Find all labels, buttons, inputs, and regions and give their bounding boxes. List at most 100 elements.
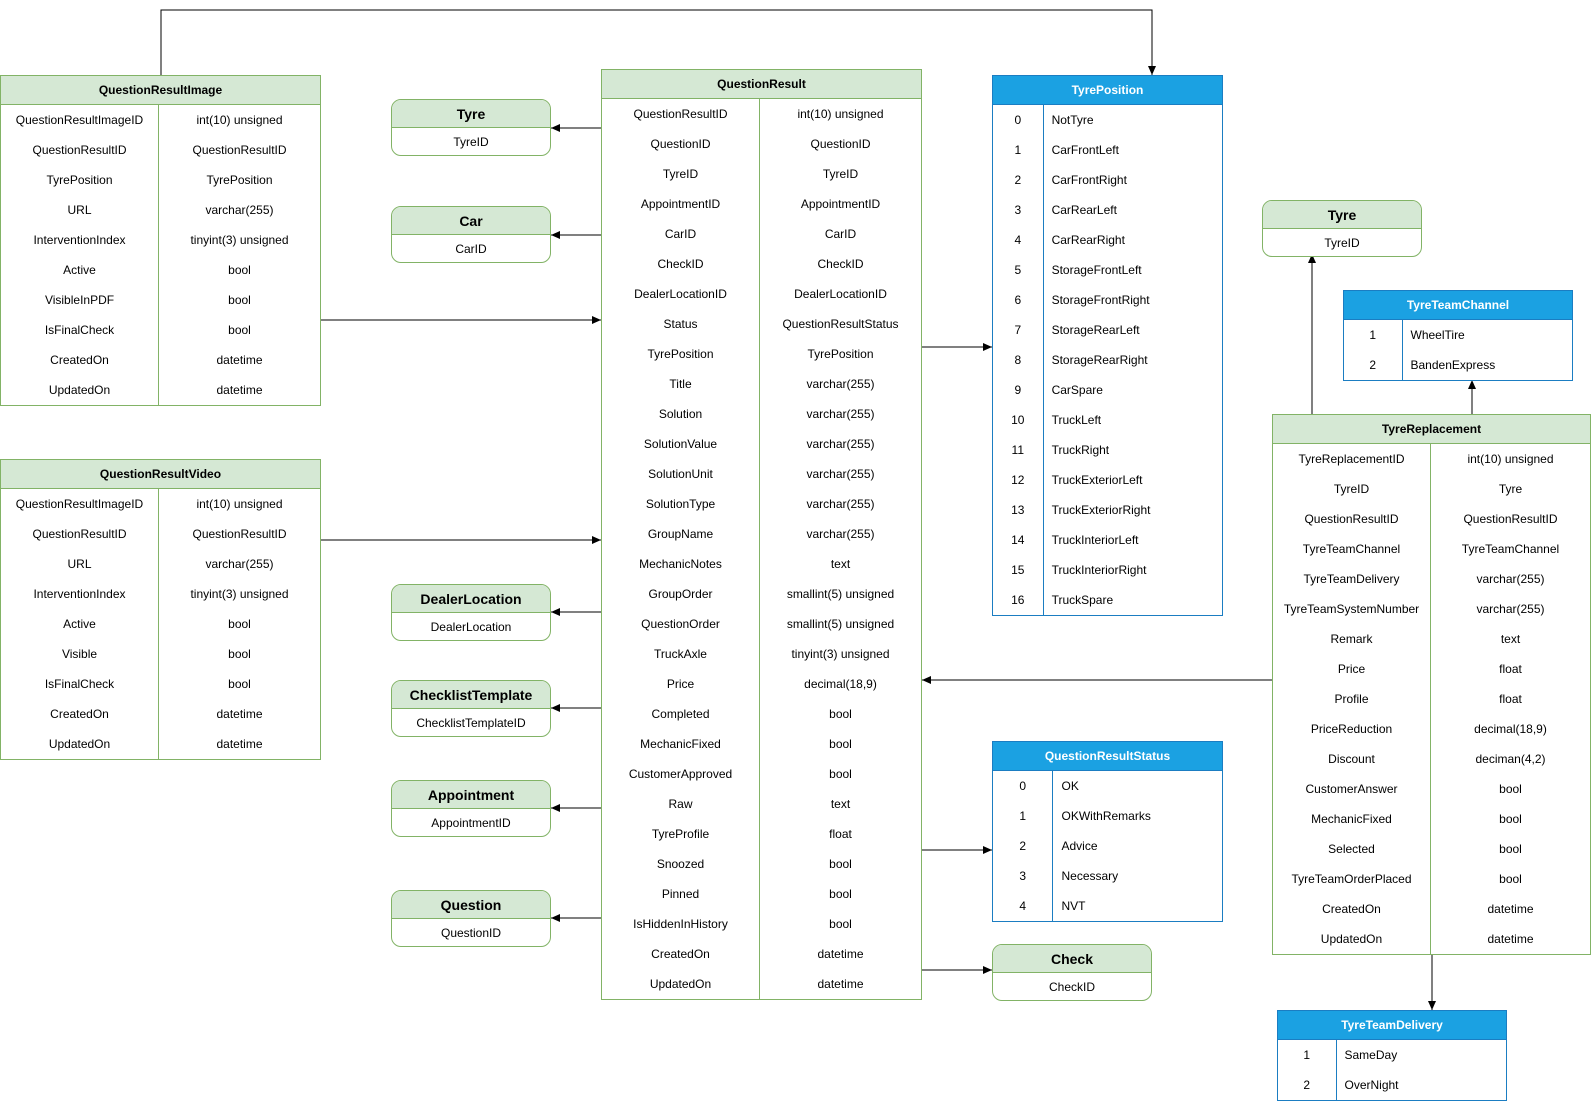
table-cell: varchar(255) <box>205 557 274 571</box>
table-cell: TyreTeamSystemNumber <box>1283 602 1420 616</box>
table-cell: datetime <box>1487 902 1534 916</box>
table-cell: QuestionResultImageID <box>15 497 144 511</box>
table-cell: TyrePosition <box>807 347 874 361</box>
table-cell: Snoozed <box>656 857 705 871</box>
table-cell: OK <box>1061 779 1079 793</box>
table-cell: 1 <box>1019 809 1027 823</box>
check-ref-box: Check CheckID <box>992 944 1152 1001</box>
table-cell: float <box>1499 662 1522 676</box>
table-cell: tinyint(3) unsigned <box>190 587 289 601</box>
tyre-right-ref-box: Tyre TyreID <box>1262 200 1422 257</box>
table-cell: datetime <box>817 947 864 961</box>
tyre-position-title: TyrePosition <box>993 76 1222 105</box>
table-cell: 3 <box>1019 869 1027 883</box>
table-cell: TyreProfile <box>651 827 710 841</box>
table-cell: bool <box>1499 872 1522 886</box>
table-cell: AppointmentID <box>800 197 881 211</box>
table-cell: StorageFrontLeft <box>1051 263 1142 277</box>
table-cell: 2 <box>1014 173 1022 187</box>
table-cell: Pinned <box>661 887 700 901</box>
check-ref-key: CheckID <box>1048 979 1095 994</box>
table-cell: bool <box>1499 812 1522 826</box>
checklist-template-ref-key: ChecklistTemplateID <box>416 715 526 730</box>
table-cell: bool <box>829 917 852 931</box>
table-cell: varchar(255) <box>1476 602 1545 616</box>
table-cell: decimal(18,9) <box>804 677 877 691</box>
question-ref-title: Question <box>392 891 550 919</box>
table-cell: URL <box>67 203 92 217</box>
appointment-ref-key: AppointmentID <box>431 815 511 830</box>
table-cell: Visible <box>61 647 98 661</box>
table-cell: AppointmentID <box>640 197 721 211</box>
table-cell: CreatedOn <box>50 707 109 721</box>
question-result-image-title: QuestionResultImage <box>1 76 320 105</box>
question-ref-key: QuestionID <box>440 925 502 940</box>
table-cell: UpdatedOn <box>48 737 111 751</box>
table-cell: datetime <box>817 977 864 991</box>
table-cell: 6 <box>1014 293 1022 307</box>
table-cell: 8 <box>1014 353 1022 367</box>
table-cell: 12 <box>1011 473 1025 487</box>
table-cell: TruckLeft <box>1051 413 1102 427</box>
table-cell: varchar(255) <box>806 527 875 541</box>
table-cell: TruckExteriorRight <box>1051 503 1151 517</box>
table-cell: Discount <box>1328 752 1375 766</box>
table-cell: CheckID <box>817 257 864 271</box>
table-cell: 1 <box>1369 328 1377 342</box>
table-cell: CarRearLeft <box>1051 203 1117 217</box>
table-cell: TruckSpare <box>1051 593 1114 607</box>
question-result-title: QuestionResult <box>602 70 921 99</box>
table-cell: 4 <box>1014 233 1022 247</box>
tyre-right-ref-title: Tyre <box>1263 201 1421 229</box>
table-cell: DealerLocationID <box>794 287 887 301</box>
table-cell: TyreTeamChannel <box>1302 542 1401 556</box>
appointment-ref-box: Appointment AppointmentID <box>391 780 551 837</box>
table-cell: 14 <box>1011 533 1025 547</box>
table-cell: datetime <box>1487 932 1534 946</box>
check-ref-title: Check <box>993 945 1151 973</box>
table-cell: Active <box>63 617 96 631</box>
table-cell: IsHiddenInHistory <box>633 917 728 931</box>
table-cell: TyrePosition <box>206 173 273 187</box>
table-cell: QuestionResultID <box>32 527 127 541</box>
table-cell: Necessary <box>1061 869 1119 883</box>
table-cell: varchar(255) <box>806 377 875 391</box>
table-cell: CheckID <box>657 257 704 271</box>
table-cell: CarRearRight <box>1051 233 1125 247</box>
table-cell: QuestionResultID <box>192 143 287 157</box>
table-cell: NVT <box>1061 899 1086 913</box>
table-cell: SolutionType <box>645 497 716 511</box>
table-cell: 0 <box>1014 113 1022 127</box>
table-cell: bool <box>829 767 852 781</box>
table-cell: 11 <box>1011 443 1025 457</box>
table-cell: 2 <box>1303 1078 1311 1092</box>
table-cell: QuestionResultID <box>1304 512 1399 526</box>
table-cell: UpdatedOn <box>1320 932 1383 946</box>
table-cell: QuestionID <box>810 137 871 151</box>
table-cell: TruckRight <box>1051 443 1110 457</box>
table-cell: 15 <box>1011 563 1025 577</box>
table-cell: datetime <box>216 383 263 397</box>
table-cell: 9 <box>1014 383 1022 397</box>
table-cell: UpdatedOn <box>649 977 712 991</box>
table-cell: TyreID <box>1333 482 1370 496</box>
table-cell: 3 <box>1014 203 1022 217</box>
table-cell: CarID <box>664 227 697 241</box>
table-cell: 16 <box>1011 593 1025 607</box>
table-cell: float <box>829 827 852 841</box>
table-cell: bool <box>228 617 251 631</box>
table-cell: int(10) unsigned <box>196 497 283 511</box>
